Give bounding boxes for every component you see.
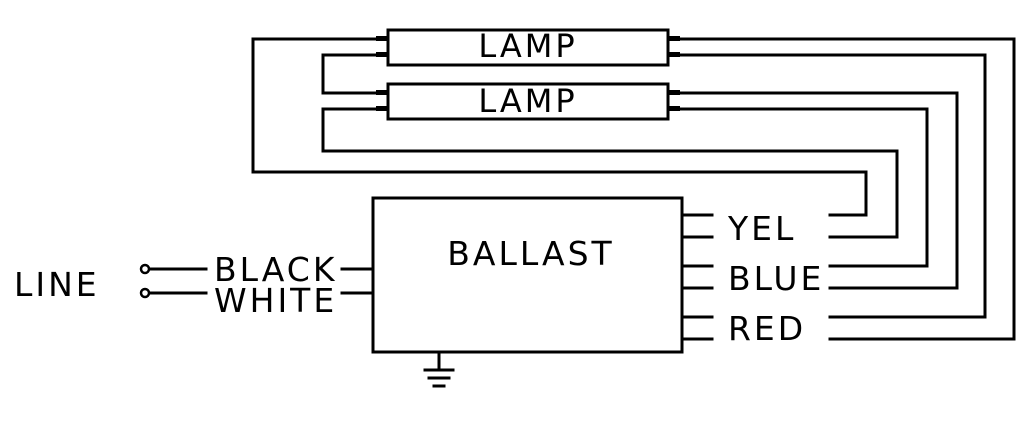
- terminal-black: [139, 263, 151, 275]
- black-wire-label: BLACK: [214, 250, 337, 289]
- line-terminals: [139, 263, 375, 299]
- lamp-2-pins: [376, 90, 680, 111]
- ballast: BALLAST: [371, 196, 684, 354]
- ballast-box: [371, 196, 684, 354]
- wire-blue-1: [678, 107, 929, 268]
- wire-red-1: [678, 53, 987, 319]
- wire-blue-2: [678, 91, 959, 290]
- wire-yel-to-lamp-1: [251, 37, 868, 217]
- lamp-2-label: LAMP: [478, 82, 577, 120]
- wire-yel-to-lamp-2: [321, 107, 899, 239]
- lamp-2: LAMP: [376, 82, 680, 121]
- lamp-1-pins: [376, 36, 680, 57]
- white-wire-label: WHITE: [214, 281, 337, 320]
- yel-wire-label: YEL: [727, 209, 796, 248]
- wire-red-2: [678, 37, 1016, 341]
- ballast-label: BALLAST: [447, 234, 614, 273]
- line-label: LINE: [14, 265, 100, 304]
- ballast-output-leads: [680, 213, 714, 341]
- wire-lamp-jumper: [321, 53, 378, 95]
- terminal-white: [139, 287, 151, 299]
- blue-wire-label: BLUE: [728, 259, 824, 298]
- lamp-2-tube: [386, 82, 670, 121]
- lamp-1: LAMP: [376, 27, 680, 67]
- lamp-1-label: LAMP: [478, 27, 577, 65]
- lamp-wiring: [251, 37, 1016, 341]
- lamp-1-tube: [386, 28, 670, 67]
- red-wire-label: RED: [728, 309, 806, 348]
- ground-icon: [423, 350, 455, 388]
